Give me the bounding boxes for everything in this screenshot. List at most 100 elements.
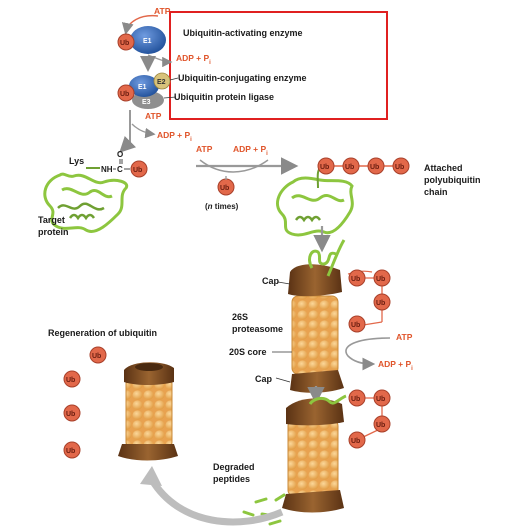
- attached-label-2: polyubiquitin: [424, 175, 481, 185]
- chain-ub-2-label: Ub: [345, 164, 354, 171]
- degrading-ub-2-label: Ub: [376, 396, 385, 403]
- peptide-4: [242, 510, 255, 517]
- leader-e3: [163, 96, 177, 99]
- proteasome-degrading: Ub Ub Ub Ub: [282, 389, 391, 513]
- adp-pi-label-2: ADP + Pi: [157, 130, 192, 143]
- free-cap-bottom: [118, 444, 178, 461]
- target-protein-group: Lys O NH C Ub: [43, 150, 148, 233]
- o-label: O: [117, 150, 123, 159]
- cap-top: [288, 264, 342, 297]
- target-label-2: protein: [38, 227, 69, 237]
- label-ligase: Ubiquitin protein ligase: [174, 92, 274, 102]
- proteasome-ub-1-label: Ub: [351, 276, 360, 283]
- free-ub-2: [63, 370, 81, 388]
- ubiquitin-label-4: Ub: [220, 185, 229, 192]
- atp-arrow-1: [121, 14, 159, 35]
- chain-ub-2: [342, 157, 360, 175]
- ubiquitin-label-2: Ub: [120, 91, 129, 98]
- label-conjugating-enzyme: Ubiquitin-conjugating enzyme: [178, 73, 307, 83]
- free-ub-2-label: Ub: [66, 377, 75, 384]
- ubiquitin-bead-2: [117, 84, 135, 102]
- free-ubiquitins: Ub Ub Ub Ub: [63, 346, 107, 459]
- adp-arrow-2: [131, 123, 156, 139]
- core-label: 20S core: [229, 347, 267, 357]
- degraded-label-2: peptides: [213, 474, 250, 484]
- degraded-label-1: Degraded: [213, 462, 255, 472]
- proteasome-label-2: proteasome: [232, 324, 283, 334]
- target-label-1: Target: [38, 215, 65, 225]
- chain-ub-3: [367, 157, 385, 175]
- protein-ribbon-2: [276, 176, 354, 237]
- recycle-arrow-body: [149, 478, 284, 526]
- free-core-body: [125, 377, 173, 449]
- attached-label-3: chain: [424, 187, 448, 197]
- target-protein-ribbon: [43, 172, 129, 233]
- peptide-5: [268, 519, 282, 526]
- free-proteasome: [118, 362, 178, 461]
- e2-label: E2: [157, 79, 166, 86]
- degrading-ub-3: [373, 415, 391, 433]
- e2-enzyme: [153, 72, 171, 90]
- target-protein-helix: [57, 202, 105, 211]
- c-label: C: [117, 165, 123, 174]
- free-ub-1: [89, 346, 107, 364]
- adp-pi-label-1: ADP + Pi: [176, 53, 211, 66]
- e1-enzyme: [130, 26, 166, 54]
- conjugation-step: E3 E1 E2 Ub: [117, 72, 179, 109]
- protein-strand-2: [291, 194, 345, 203]
- proteasome-ub-3: [373, 293, 391, 311]
- chain-ub-3-label: Ub: [370, 164, 379, 171]
- proteasome-ub-3-label: Ub: [376, 300, 385, 307]
- proteasome-ub-2: [373, 269, 391, 287]
- n-times-label: (n times): [205, 202, 239, 211]
- cap-bottom: [290, 370, 344, 393]
- degrading-ub-1-label: Ub: [351, 396, 360, 403]
- cap-top-2: [286, 398, 344, 426]
- leader-cap-bottom: [275, 377, 291, 383]
- atp-label-1: ATP: [154, 6, 171, 16]
- ubiquitin-label: Ub: [120, 40, 129, 47]
- cap-bottom-2: [282, 490, 344, 513]
- peptide-3: [274, 493, 286, 502]
- leader-cap-top: [277, 281, 291, 285]
- label-activating-enzyme: Ubiquitin-activating enzyme: [183, 28, 303, 38]
- step-arrow-2: [119, 110, 137, 153]
- peptide-1: [254, 497, 268, 504]
- polyubiquitinated-protein: Ub Ub Ub Ub: [276, 157, 410, 237]
- recycle-arrow-head: [140, 466, 162, 486]
- free-ub-4: [63, 441, 81, 459]
- chain-ub-4: [392, 157, 410, 175]
- lys-label: Lys: [69, 156, 84, 166]
- e1-label: E1: [143, 38, 152, 45]
- unfolding-protein: [308, 249, 337, 269]
- core-20s-body: [291, 295, 339, 375]
- free-ub-3: [63, 404, 81, 422]
- cap-label-top: Cap: [262, 276, 280, 286]
- e1-label-2: E1: [138, 84, 147, 91]
- attached-label-1: Attached: [424, 163, 463, 173]
- degrading-ub-1: [348, 389, 366, 407]
- degrading-ub-3-label: Ub: [376, 422, 385, 429]
- adp-arrow-1: [147, 54, 173, 68]
- proteasome-ub-1: [348, 269, 366, 287]
- atp-label-3: ATP: [196, 144, 213, 154]
- degrading-ub-4-label: Ub: [351, 438, 360, 445]
- cycle-curve: [199, 159, 269, 173]
- adp-pi-label-4: ADP + Pi: [378, 359, 413, 372]
- atp-label-4: ATP: [396, 332, 413, 342]
- ubiquitin-bead: [117, 33, 135, 51]
- activation-step: ATP E1 Ub: [117, 6, 173, 68]
- e1-enzyme-2: [129, 75, 159, 97]
- degrading-ub-2: [373, 389, 391, 407]
- ubiquitin-label-3: Ub: [133, 167, 142, 174]
- degrading-protein: [308, 394, 347, 405]
- free-ub-4-label: Ub: [66, 448, 75, 455]
- atp-cycle-arrow: [345, 337, 391, 371]
- protein-helix-3: [294, 215, 322, 223]
- chain-ub-1: [317, 157, 335, 175]
- ubiquitin-bead-3: [130, 160, 148, 178]
- atp-label-2: ATP: [145, 111, 162, 121]
- proteasome-label-1: 26S: [232, 312, 248, 322]
